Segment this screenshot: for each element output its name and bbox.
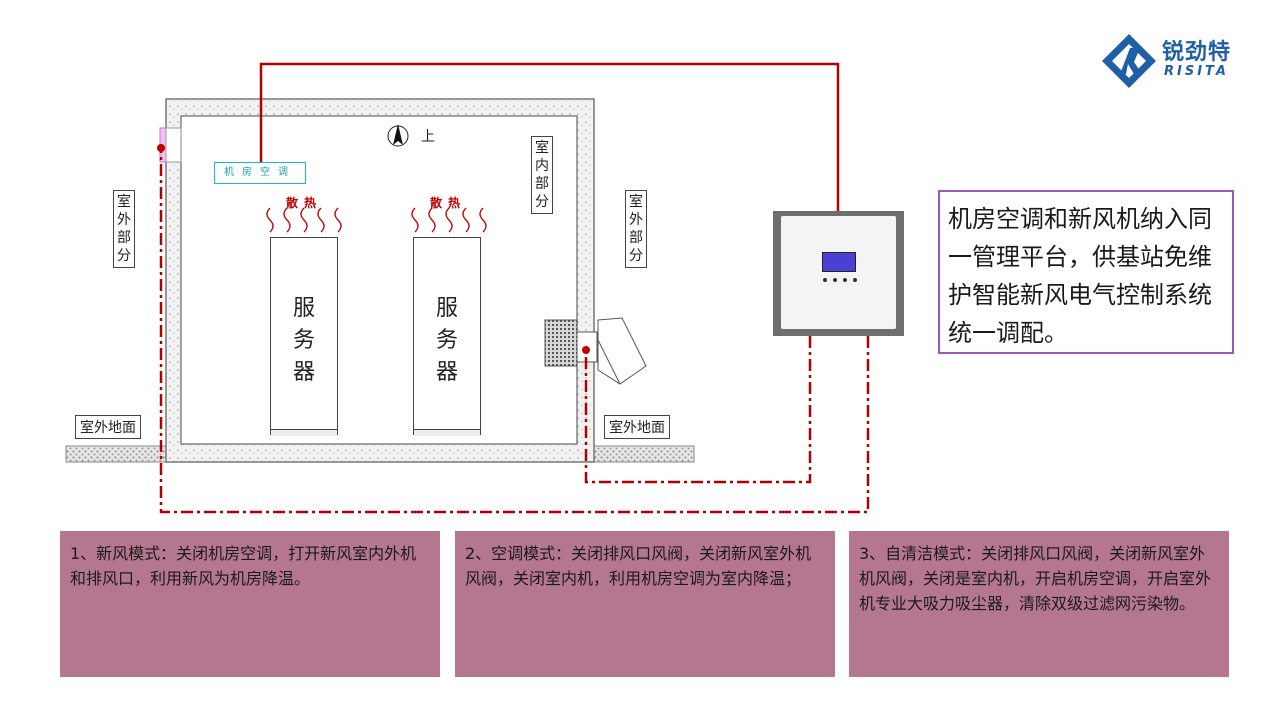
controller-button-3	[843, 278, 847, 282]
mode-box-fresh-air: 1、新风模式：关闭机房空调，打开新风室内外机和排风口，利用新风为机房降温。	[60, 531, 440, 677]
heat-waves-right	[411, 207, 487, 233]
server-rack-left: 服务器	[270, 237, 338, 436]
exhaust-flap	[597, 317, 647, 385]
server-base-left	[271, 429, 337, 436]
ground-strip-left	[65, 445, 167, 463]
logo-text-en: RISITA	[1164, 64, 1229, 79]
exhaust-flap-edge	[597, 339, 621, 385]
ground-label-right: 室外地面	[604, 415, 670, 439]
callout-box: 机房空调和新风机纳入同一管理平台，供基站免维护智能新风电气控制系统统一调配。	[938, 190, 1234, 354]
server-label-right: 服务器	[436, 296, 459, 385]
inlet-control-line	[159, 148, 870, 514]
indoor-label: 室内部分	[531, 136, 553, 214]
controller-button-1	[823, 278, 827, 282]
risita-logo: 锐劲特 RISITA	[1100, 32, 1250, 92]
ac-control-line	[259, 62, 840, 212]
server-label-left: 服务器	[293, 296, 316, 385]
outdoor-label-left: 室外部分	[113, 190, 135, 268]
inlet-duct	[165, 127, 182, 163]
controller-screen	[822, 252, 856, 272]
logo-text-cn: 锐劲特	[1162, 40, 1232, 65]
controller-face	[781, 216, 896, 329]
exhaust-control-line	[584, 336, 812, 484]
server-base-right	[414, 429, 480, 436]
risita-logo-icon	[1102, 34, 1156, 88]
outdoor-label-right: 室外部分	[625, 190, 647, 268]
mode-box-air-conditioning: 2、空调模式：关闭排风口风阀，关闭新风室外机风阀，关闭室内机，利用机房空调为室内…	[455, 531, 835, 677]
north-label: 上	[421, 129, 435, 145]
controller-button-4	[853, 278, 857, 282]
controller-panel	[773, 211, 904, 336]
heat-waves-left	[266, 207, 342, 233]
exhaust-connection-dot	[582, 346, 590, 354]
heat-label-right: 散热	[430, 196, 467, 210]
ground-label-left: 室外地面	[75, 415, 141, 439]
north-arrow-pointer	[393, 124, 403, 145]
mode-box-self-cleaning: 3、自清洁模式：关闭排风口风阀，关闭新风室外机风阀，关闭是室内机，开启机房空调，…	[849, 531, 1229, 677]
exhaust-grille	[544, 319, 578, 367]
ground-strip-right	[593, 445, 695, 463]
server-rack-right: 服务器	[413, 237, 481, 436]
inlet-connection-dot	[157, 144, 165, 152]
ac-unit: 机房空调	[214, 162, 306, 184]
heat-label-left: 散热	[286, 196, 323, 210]
controller-button-2	[833, 278, 837, 282]
